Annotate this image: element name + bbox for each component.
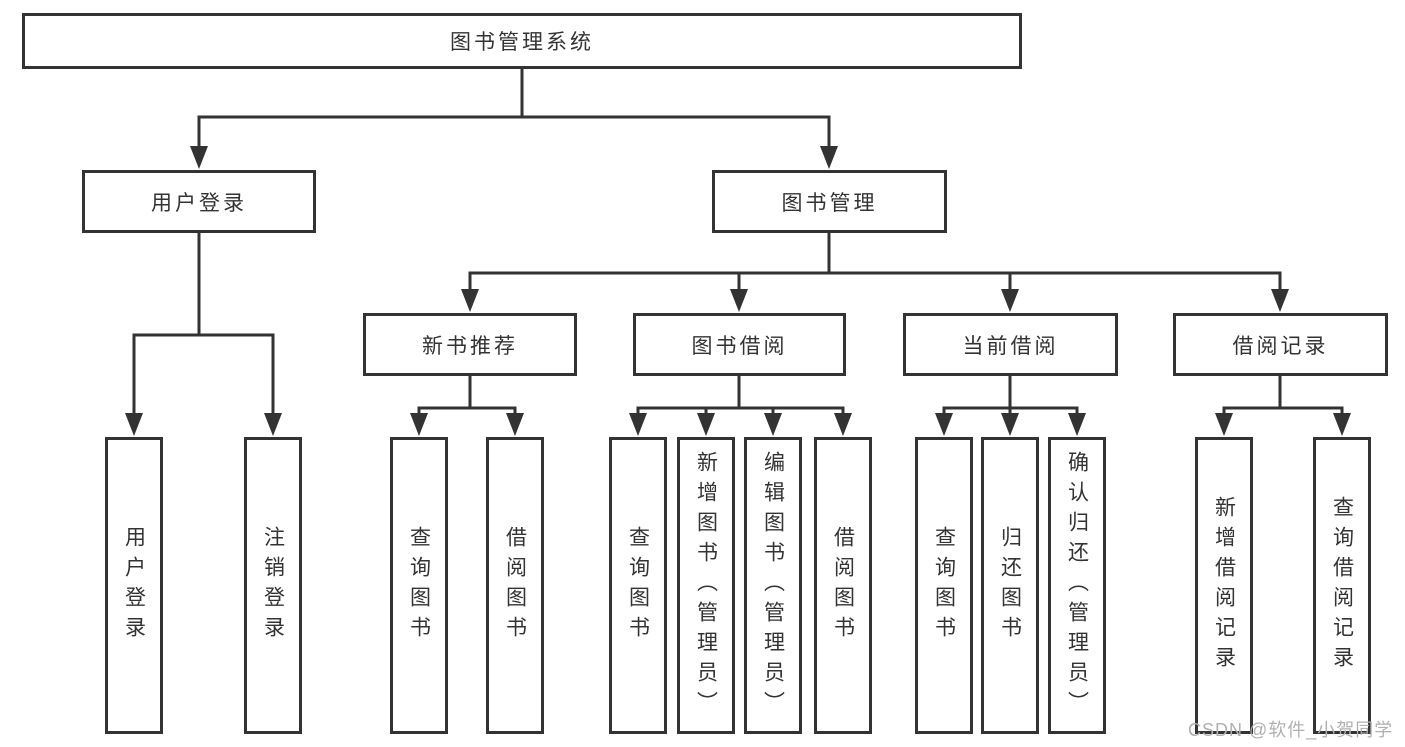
edge-book-mgmt-to-level3 xyxy=(468,233,1282,292)
node-leaf-borrow-books-2: 借阅图书 xyxy=(814,437,872,734)
node-label: 查询图书 xyxy=(626,525,650,646)
arrowhead xyxy=(125,413,143,436)
node-label: 查询借阅记录 xyxy=(1330,495,1354,676)
arrowhead xyxy=(506,413,524,436)
node-label: 归还图书 xyxy=(998,525,1022,646)
arrowhead xyxy=(834,413,852,436)
node-leaf-query-books-3: 查询图书 xyxy=(915,437,973,734)
node-label: 图书管理系统 xyxy=(450,31,594,54)
node-book-management: 图书管理 xyxy=(712,170,947,233)
node-label: 借阅图书 xyxy=(831,525,855,646)
node-label: 借阅记录 xyxy=(1232,334,1329,358)
node-label: 借阅图书 xyxy=(503,525,527,646)
node-leaf-query-borrow-record: 查询借阅记录 xyxy=(1313,437,1371,734)
arrowhead xyxy=(1001,289,1019,312)
arrowhead xyxy=(1271,289,1289,312)
node-new-book-recommend: 新书推荐 xyxy=(363,313,577,376)
node-label: 新增图书（管理员） xyxy=(694,450,718,721)
arrowhead xyxy=(697,413,715,436)
arrowhead xyxy=(1068,413,1086,436)
node-leaf-add-borrow-record: 新增借阅记录 xyxy=(1195,437,1253,734)
node-label: 用户登录 xyxy=(151,191,247,215)
node-label: 确认归还（管理员） xyxy=(1065,450,1089,721)
node-library-system: 图书管理系统 xyxy=(22,13,1022,69)
node-label: 注销登录 xyxy=(261,525,285,646)
node-leaf-add-books-admin: 新增图书（管理员） xyxy=(677,437,735,734)
node-leaf-query-books-2: 查询图书 xyxy=(609,437,667,734)
arrowhead xyxy=(730,289,748,312)
node-user-login: 用户登录 xyxy=(82,170,316,233)
arrowhead xyxy=(629,413,647,436)
node-label: 查询图书 xyxy=(407,525,431,646)
node-label: 编辑图书（管理员） xyxy=(761,450,785,721)
csdn-watermark: CSDN @软件_小贺同学 xyxy=(1188,720,1394,740)
node-label: 查询图书 xyxy=(932,525,956,646)
node-leaf-logout: 注销登录 xyxy=(244,437,302,734)
node-current-borrowing: 当前借阅 xyxy=(903,313,1118,376)
arrowhead xyxy=(1215,413,1233,436)
node-label: 图书管理 xyxy=(781,191,878,215)
arrowhead xyxy=(410,413,428,436)
node-leaf-borrow-books-1: 借阅图书 xyxy=(486,437,544,734)
node-label: 图书借阅 xyxy=(691,334,788,358)
node-label: 用户登录 xyxy=(122,525,146,646)
node-leaf-edit-books-admin: 编辑图书（管理员） xyxy=(744,437,802,734)
arrowhead xyxy=(264,413,282,436)
node-label: 新增借阅记录 xyxy=(1212,495,1236,676)
edge-book-borrow-to-children xyxy=(636,376,845,416)
arrowhead xyxy=(1001,413,1019,436)
edge-root-to-level2 xyxy=(197,69,831,150)
node-label: 当前借阅 xyxy=(962,334,1059,358)
node-leaf-confirm-return-admin: 确认归还（管理员） xyxy=(1048,437,1106,734)
arrowhead xyxy=(935,413,953,436)
arrowhead xyxy=(764,413,782,436)
arrowhead xyxy=(190,146,208,169)
node-label: 新书推荐 xyxy=(422,334,518,358)
arrowhead xyxy=(820,146,838,169)
node-borrowing-records: 借阅记录 xyxy=(1173,313,1388,376)
node-leaf-query-books-1: 查询图书 xyxy=(390,437,448,734)
node-leaf-user-login: 用户登录 xyxy=(105,437,163,734)
edge-new-book-rec-to-children xyxy=(417,376,517,416)
node-leaf-return-books: 归还图书 xyxy=(981,437,1039,734)
edge-borrow-records-to-children xyxy=(1222,376,1344,416)
arrowhead xyxy=(461,289,479,312)
node-book-borrowing: 图书借阅 xyxy=(633,313,846,376)
edge-user-login-to-children xyxy=(132,233,275,416)
edge-current-borrow-to-children xyxy=(942,376,1079,416)
arrowhead xyxy=(1333,413,1351,436)
